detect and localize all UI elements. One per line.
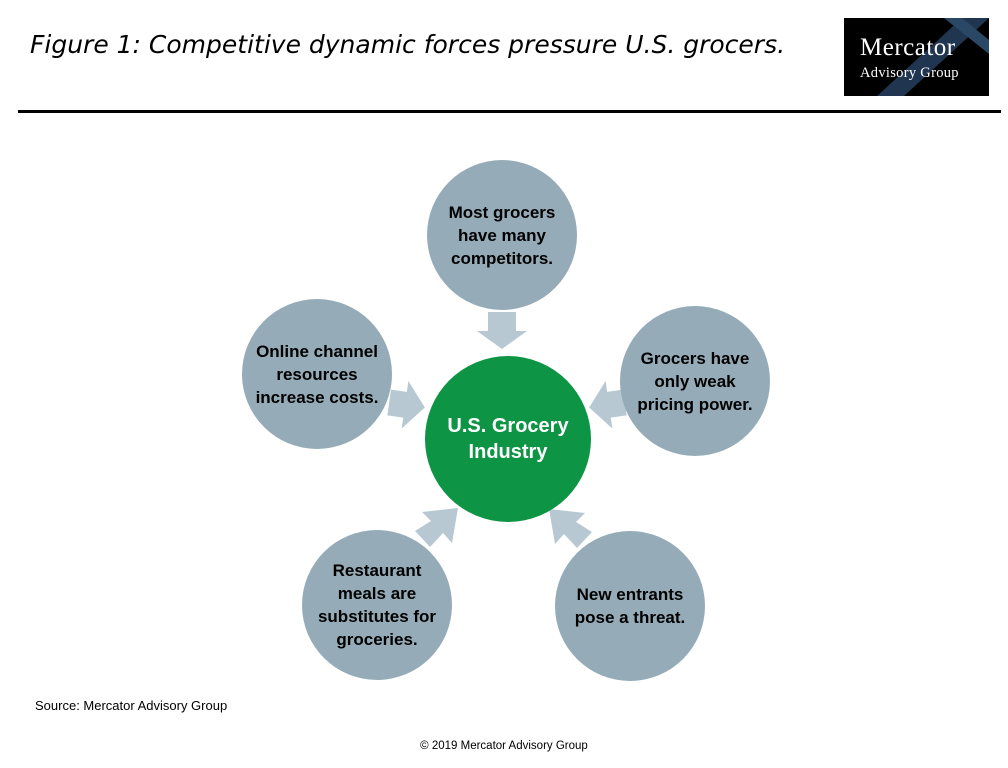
force-pricing-power: Grocers have only weak pricing power. bbox=[620, 306, 770, 456]
force-online-channel: Online channel resources increase costs. bbox=[242, 299, 392, 449]
force-pricing-power-label: Grocers have only weak pricing power. bbox=[637, 348, 753, 414]
copyright-note: © 2019 Mercator Advisory Group bbox=[420, 740, 588, 752]
logo-line-2: Advisory Group bbox=[860, 65, 959, 81]
force-competitors: Most grocers have many competitors. bbox=[427, 160, 577, 310]
center-industry-label: U.S. Grocery Industry bbox=[447, 415, 569, 463]
center-industry: U.S. Grocery Industry bbox=[425, 356, 591, 522]
force-new-entrants: New entrants pose a threat. bbox=[555, 531, 705, 681]
figure-title: Figure 1: Competitive dynamic forces pre… bbox=[30, 30, 786, 59]
arrow-from-bottom-right bbox=[549, 509, 592, 548]
mercator-logo: Mercator Advisory Group bbox=[844, 18, 989, 96]
logo-line-1: Mercator bbox=[860, 34, 956, 61]
header-divider bbox=[18, 110, 1001, 113]
arrow-from-bottom-left bbox=[415, 508, 458, 547]
force-substitutes-label: Restaurant meals are substitutes for gro… bbox=[317, 561, 437, 649]
logo-x-mark bbox=[877, 18, 989, 96]
source-note: Source: Mercator Advisory Group bbox=[35, 698, 228, 713]
force-substitutes: Restaurant meals are substitutes for gro… bbox=[302, 530, 452, 680]
force-new-entrants-label: New entrants pose a threat. bbox=[574, 585, 686, 627]
arrow-from-left bbox=[387, 380, 425, 429]
force-online-channel-label: Online channel resources increase costs. bbox=[255, 341, 379, 407]
arrow-from-right bbox=[589, 380, 627, 429]
force-competitors-label: Most grocers have many competitors. bbox=[448, 202, 556, 268]
arrow-from-top bbox=[477, 312, 527, 349]
